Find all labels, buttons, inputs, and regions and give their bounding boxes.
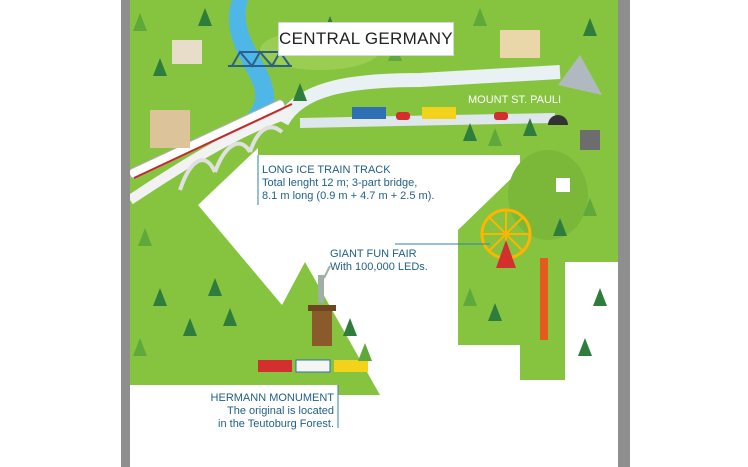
fair-callout-heading: GIANT FUN FAIR bbox=[330, 248, 417, 260]
tree bbox=[153, 288, 167, 306]
right-edge-bar bbox=[618, 0, 630, 467]
castle bbox=[500, 30, 540, 58]
tree bbox=[138, 228, 152, 246]
tree bbox=[463, 123, 477, 141]
tree bbox=[473, 8, 487, 26]
train-callout-line1: Total lenght 12 m; 3-part bridge, bbox=[262, 177, 418, 189]
bridge-arches bbox=[178, 125, 284, 191]
bus-red bbox=[258, 360, 292, 372]
monument-callout-line1: The original is located bbox=[226, 405, 334, 417]
train-callout-line2: 8.1 m long (0.9 m + 4.7 m + 2.5 m). bbox=[262, 190, 435, 202]
tunnel bbox=[548, 115, 568, 125]
mount-st-pauli bbox=[558, 55, 602, 95]
mount-label-text: MOUNT ST. PAULI bbox=[468, 94, 562, 106]
tree bbox=[153, 58, 167, 76]
left-edge-bar bbox=[121, 0, 130, 467]
truck-blue bbox=[352, 107, 386, 119]
tree bbox=[488, 303, 502, 321]
house bbox=[580, 130, 600, 150]
tree bbox=[208, 278, 222, 296]
tree bbox=[523, 118, 537, 136]
fair-callout: GIANT FUN FAIR With 100,000 LEDs. bbox=[330, 248, 428, 274]
tree bbox=[488, 128, 502, 146]
tree bbox=[183, 318, 197, 336]
train-callout: LONG ICE TRAIN TRACK Total lenght 12 m; … bbox=[262, 164, 434, 203]
landscape bbox=[130, 0, 618, 395]
map-title: CENTRAL GERMANY bbox=[279, 29, 453, 48]
church bbox=[172, 40, 202, 64]
house bbox=[556, 178, 570, 192]
hermann-monument bbox=[308, 265, 336, 346]
bus-white bbox=[295, 359, 331, 373]
drop-tower bbox=[540, 258, 548, 340]
tree bbox=[583, 18, 597, 36]
tree bbox=[343, 318, 357, 336]
tree bbox=[583, 198, 597, 216]
bus-yellow bbox=[334, 360, 368, 372]
lower-road bbox=[299, 113, 556, 128]
tree bbox=[223, 308, 237, 326]
tree bbox=[198, 8, 212, 26]
meadow-patch bbox=[508, 150, 588, 240]
monument-callout-line2: in the Teutoburg Forest. bbox=[218, 418, 334, 430]
castle bbox=[150, 110, 190, 148]
tree bbox=[133, 338, 147, 356]
tree bbox=[358, 343, 372, 361]
monument-callout-heading: HERMANN MONUMENT bbox=[210, 392, 334, 404]
tree bbox=[463, 288, 477, 306]
ice-train bbox=[128, 99, 293, 179]
ferris-wheel bbox=[480, 208, 532, 268]
car-red bbox=[396, 112, 410, 120]
car-red bbox=[494, 112, 508, 120]
truck-yellow bbox=[422, 107, 456, 119]
tree bbox=[593, 288, 607, 306]
tree bbox=[293, 83, 307, 101]
train-track bbox=[127, 107, 294, 205]
tree bbox=[133, 13, 147, 31]
train-callout-heading: LONG ICE TRAIN TRACK bbox=[262, 164, 391, 176]
map-title-box: CENTRAL GERMANY bbox=[278, 22, 454, 56]
monument-callout: HERMANN MONUMENT The original is located… bbox=[208, 392, 334, 431]
mount-label: MOUNT ST. PAULI bbox=[468, 94, 561, 107]
tree bbox=[578, 338, 592, 356]
fair-callout-line1: With 100,000 LEDs. bbox=[330, 261, 428, 273]
tree bbox=[553, 218, 567, 236]
trees bbox=[133, 8, 607, 361]
